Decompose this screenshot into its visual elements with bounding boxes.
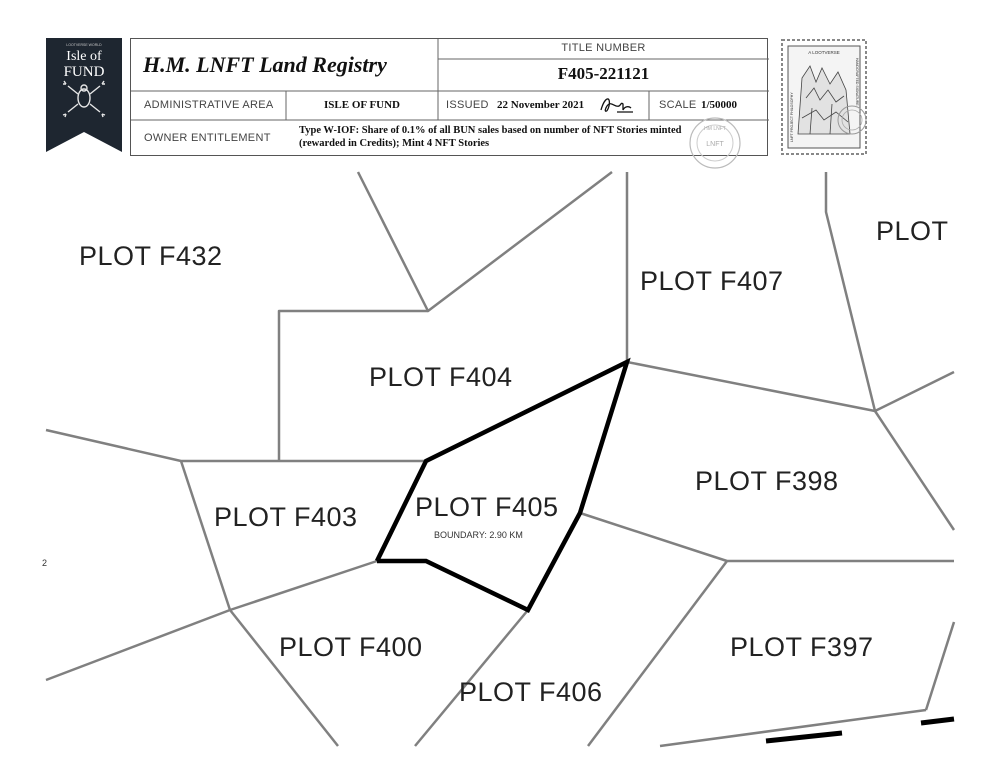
banner-main-text: FUND [64,64,105,80]
plot-label-f403: PLOT F403 [214,502,358,532]
postage-stamp: A LOOTVERSE LNFT PROJECT PHILOSOPHY HAND… [781,39,867,155]
registry-header: H.M. LNFT Land Registry TITLE NUMBER F40… [130,38,769,156]
plot-label-f398: PLOT F398 [695,466,839,496]
plot-f405-boundary [374,357,631,613]
banner-tiny-text: LOOTVERSE WORLD [66,43,102,47]
edge-mark: 2 [42,558,47,568]
plot-label-f432: PLOT F432 [79,241,223,271]
title-number-label: TITLE NUMBER [561,42,646,54]
boundary-length: BOUNDARY: 2.90 KM [434,530,523,540]
plot-label-f406: PLOT F406 [459,677,603,707]
issued-date: 22 November 2021 [497,99,585,111]
plot-boundaries [45,171,956,748]
scale-label: SCALE [659,99,697,111]
registry-title: H.M. LNFT Land Registry [143,52,387,77]
plot-label-f407: PLOT F407 [640,266,784,296]
stamp-illustration [797,65,851,135]
banner-top-text: Isle of [66,49,102,64]
road-segments [765,716,955,744]
title-number: F405-221121 [557,64,650,83]
admin-area-label: ADMINISTRATIVE AREA [144,99,274,111]
plot-label-f397: PLOT F397 [730,632,874,662]
plot-map: 2 PLOT F432 PLOT F407 PLOT PLOT F404 PLO… [42,171,956,748]
registry-seal: HM LNFT LNFT [689,117,741,169]
stamp-text-top: A LOOTVERSE [808,50,840,55]
plot-label-f404: PLOT F404 [369,362,513,392]
stamp-text-side: LNFT PROJECT PHILOSOPHY [790,92,794,142]
issued-label: ISSUED [446,99,489,111]
owner-entitlement-label: OWNER ENTITLEMENT [144,132,271,144]
plot-label-f400: PLOT F400 [279,632,423,662]
scale-value: 1/50000 [701,99,738,111]
isle-of-fund-banner: LOOTVERSE WORLD Isle of FUND [46,38,122,152]
signature-mark [600,98,633,113]
admin-area-value: ISLE OF FUND [324,99,400,111]
frog-emblem-icon [62,80,106,118]
seal-center: LNFT [706,141,724,148]
seal-text: HM LNFT [704,126,726,132]
header-grid [131,39,769,121]
stamp-text-right: HANDCRAFTED SIGNATURE [855,58,859,106]
plot-label-f405: PLOT F405 [415,492,559,522]
owner-entitlement-text: Type W-IOF: Share of 0.1% of all BUN sal… [299,125,682,149]
plot-label-edge: PLOT [876,216,949,246]
